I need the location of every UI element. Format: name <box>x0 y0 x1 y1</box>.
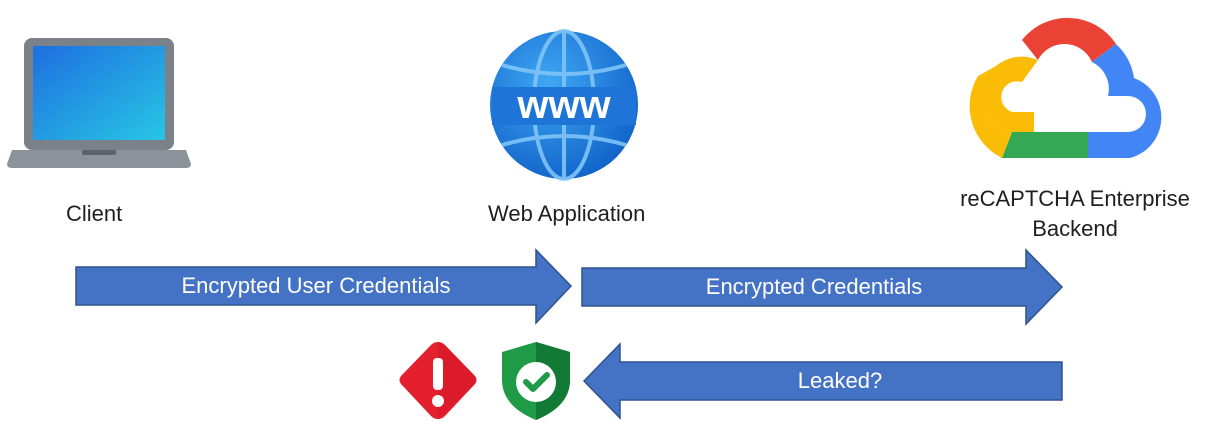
client-label: Client <box>66 201 123 226</box>
www-icon-text: www <box>516 83 611 127</box>
globe-www-icon: www <box>490 29 638 181</box>
google-cloud-icon <box>969 17 1162 158</box>
backend-label-line2: Backend <box>1032 216 1118 241</box>
laptop-icon <box>7 38 191 168</box>
arrow-label-encrypted-credentials: Encrypted Credentials <box>705 274 923 299</box>
web-application-label: Web Application <box>488 201 646 226</box>
backend-label-line1: reCAPTCHA Enterprise <box>960 186 1190 211</box>
shield-check-icon <box>502 342 570 420</box>
arrow-label-encrypted-user-credentials: Encrypted User Credentials <box>181 273 451 298</box>
warning-diamond-icon <box>399 342 477 419</box>
arrow-label-leaked: Leaked? <box>797 368 883 393</box>
backend-label: reCAPTCHA Enterprise Backend <box>944 184 1206 244</box>
